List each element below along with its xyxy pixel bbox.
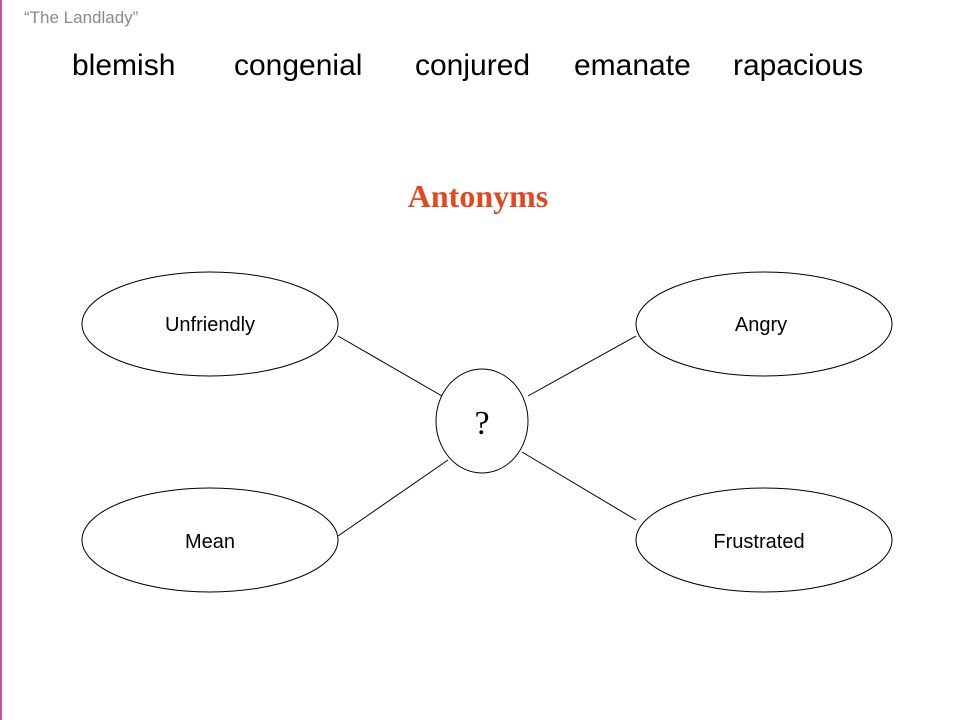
vocab-word-congenial: congenial xyxy=(234,49,363,82)
connector-line-frustrated xyxy=(521,451,637,521)
center-ellipse xyxy=(435,368,529,474)
vocab-word-conjured: conjured xyxy=(415,49,531,82)
connector-line-angry xyxy=(527,335,637,397)
node-frustrated: Frustrated xyxy=(635,487,893,593)
connector-line-unfriendly xyxy=(337,335,443,397)
vocab-word-emanate: emanate xyxy=(574,49,691,82)
node-ellipse xyxy=(81,271,339,377)
node-label: Mean xyxy=(185,531,235,553)
node-ellipse xyxy=(635,271,893,377)
node-label: Frustrated xyxy=(713,531,804,553)
node-label: Unfriendly xyxy=(165,314,255,336)
connector-line-mean xyxy=(337,459,449,537)
node-mean: Mean xyxy=(81,487,339,593)
antonyms-heading: Antonyms xyxy=(407,178,549,214)
node-unfriendly: Unfriendly xyxy=(81,271,339,377)
node-ellipse xyxy=(635,487,893,593)
story-title: “The Landlady” xyxy=(24,8,139,27)
vocab-word-blemish: blemish xyxy=(72,49,176,82)
node-label: Angry xyxy=(735,314,787,336)
vocab-word-rapacious: rapacious xyxy=(733,49,864,82)
node-ellipse xyxy=(81,487,339,593)
center-question-mark: ? xyxy=(474,405,489,442)
node-angry: Angry xyxy=(635,271,893,377)
center-node: ? xyxy=(435,368,529,474)
